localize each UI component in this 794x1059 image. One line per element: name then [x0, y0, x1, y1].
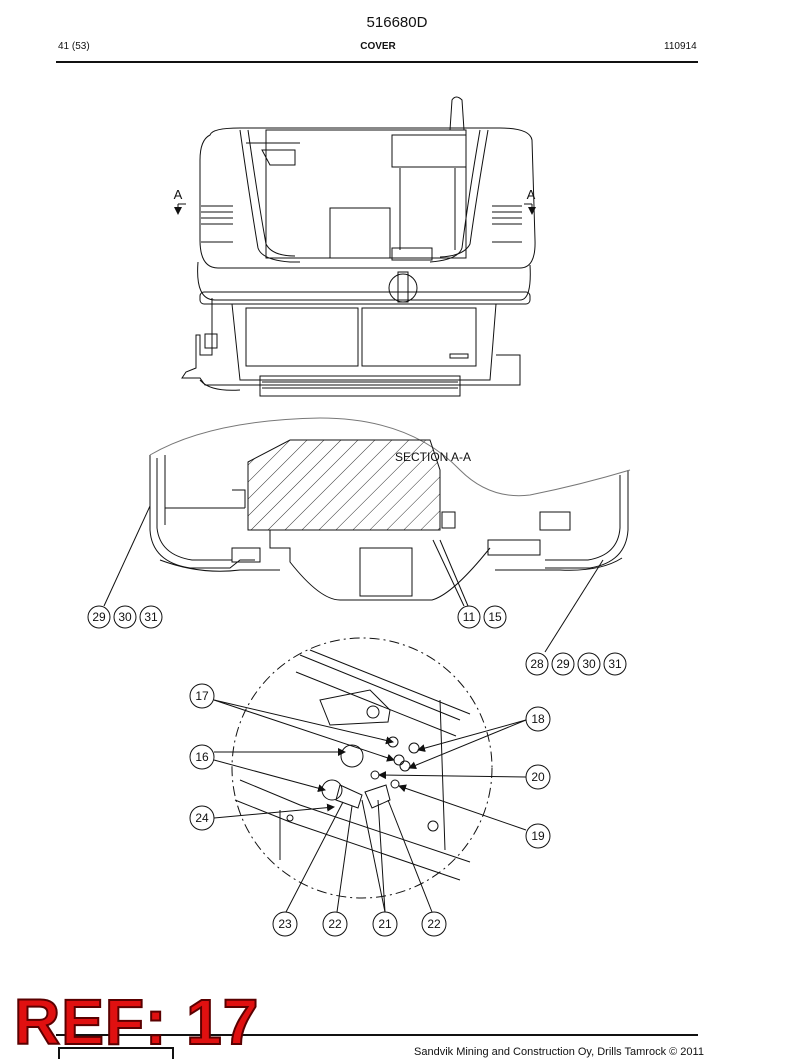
callout-30b: 30	[578, 653, 600, 675]
callout-29: 29	[88, 606, 110, 628]
section-label: SECTION A-A	[395, 450, 471, 464]
callout-22: 22	[323, 912, 347, 936]
detail-view	[232, 638, 492, 898]
svg-text:23: 23	[278, 917, 292, 931]
callout-20: 20	[526, 765, 550, 789]
cover-top-view	[182, 97, 535, 396]
section-title: COVER	[360, 41, 396, 52]
view-marker-left-label: A	[174, 187, 183, 202]
section-leaders	[104, 506, 603, 652]
callout-17: 17	[190, 684, 214, 708]
document-number: 516680D	[366, 14, 428, 31]
footer-rule	[56, 1034, 698, 1036]
callout-15: 15	[484, 606, 506, 628]
svg-text:18: 18	[531, 712, 545, 726]
header-rule	[56, 61, 698, 63]
svg-text:30: 30	[582, 657, 596, 671]
svg-text:15: 15	[488, 610, 502, 624]
section-view	[150, 418, 630, 600]
callout-18: 18	[526, 707, 550, 731]
callout-24: 24	[190, 806, 214, 830]
svg-text:22: 22	[427, 917, 441, 931]
callout-19: 19	[526, 824, 550, 848]
callout-11: 11	[458, 606, 480, 628]
callout-16: 16	[190, 745, 214, 769]
date-code: 110914	[664, 41, 697, 52]
svg-text:28: 28	[530, 657, 544, 671]
svg-text:17: 17	[195, 689, 209, 703]
svg-text:31: 31	[608, 657, 622, 671]
view-marker-right-label: A	[527, 187, 536, 202]
callout-30: 30	[114, 606, 136, 628]
view-marker-left	[174, 204, 186, 215]
page-number: 41 (53)	[58, 41, 90, 52]
callout-29b: 29	[552, 653, 574, 675]
svg-text:11: 11	[463, 610, 476, 624]
svg-text:24: 24	[195, 811, 209, 825]
callout-31b: 31	[604, 653, 626, 675]
ref-stamp: REF: 17	[13, 985, 260, 1059]
copyright: Sandvik Mining and Construction Oy, Dril…	[414, 1046, 704, 1058]
callout-31: 31	[140, 606, 162, 628]
callout-21: 21	[373, 912, 397, 936]
view-marker-right	[524, 204, 536, 215]
svg-text:21: 21	[378, 917, 392, 931]
svg-text:29: 29	[556, 657, 570, 671]
svg-text:30: 30	[118, 610, 132, 624]
svg-text:29: 29	[92, 610, 106, 624]
svg-text:19: 19	[531, 829, 545, 843]
callout-22b: 22	[422, 912, 446, 936]
detail-leaders	[214, 700, 526, 912]
svg-text:22: 22	[328, 917, 342, 931]
svg-text:16: 16	[195, 750, 209, 764]
svg-text:20: 20	[531, 770, 545, 784]
callout-23: 23	[273, 912, 297, 936]
svg-text:31: 31	[144, 610, 158, 624]
callout-28: 28	[526, 653, 548, 675]
